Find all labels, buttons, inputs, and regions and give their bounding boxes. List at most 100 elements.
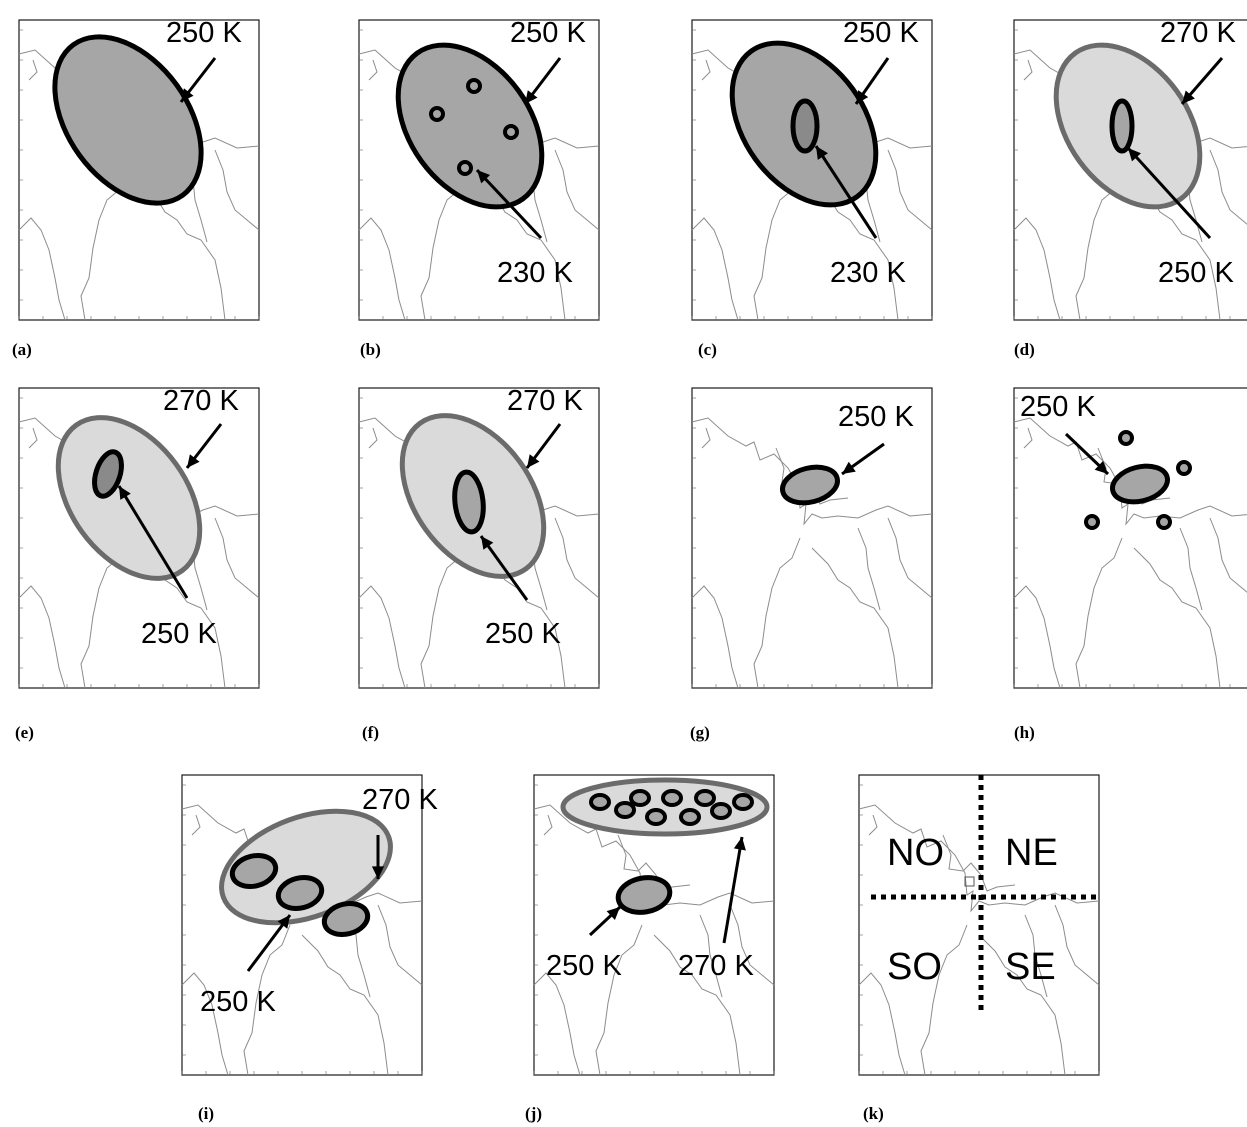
map-border-line [691, 417, 933, 526]
cold-core-ring [694, 789, 716, 807]
map-a: 250 K [18, 17, 260, 321]
cold-core-ring [629, 789, 651, 807]
arrow-head [477, 170, 491, 184]
map-border-line [1013, 217, 1061, 321]
cold-core-250k [92, 449, 124, 499]
panel-label-b: (b) [360, 340, 381, 359]
map-border-line [753, 537, 801, 689]
panel-h: 250 K [1010, 387, 1247, 708]
cold-core-ring [710, 802, 732, 820]
cloud-shield-270k [55, 415, 203, 581]
cold-core-ring [1118, 430, 1134, 446]
cold-core-ring [1156, 514, 1172, 530]
cold-core-ring [732, 793, 754, 811]
cold-core-ring [661, 789, 683, 807]
annotation-250k: 250 K [510, 17, 586, 49]
arrow-head [856, 90, 869, 104]
cold-core-ring [614, 801, 636, 819]
map-border-line [699, 914, 723, 998]
cloud-shield-250k [395, 42, 545, 210]
cold-core-ring [679, 808, 701, 826]
arrow-shaft [479, 535, 529, 601]
arrow-head [606, 907, 620, 921]
map-border-line [533, 972, 581, 1076]
map-border-line [887, 149, 933, 231]
arrow-head [816, 146, 828, 160]
arrow-head [481, 536, 494, 550]
annotation-250k: 250 K [843, 17, 919, 49]
map-border-line [1133, 547, 1221, 689]
map-border-line [358, 217, 406, 321]
map-border-line [301, 934, 389, 1076]
panel-label-d: (d) [1014, 340, 1035, 359]
map-border-line [368, 427, 378, 449]
arrow-head [1182, 90, 1195, 104]
map-border-line [1023, 59, 1033, 81]
annotation-270k: 270 K [507, 385, 583, 417]
arrow-head [527, 454, 540, 468]
annotation-230k: 230 K [830, 257, 906, 289]
map-border-line [653, 934, 741, 1076]
map-border-line [18, 217, 66, 321]
cloud-shield-250k [52, 34, 204, 206]
arrow-head [119, 486, 131, 500]
cold-core-250k [452, 469, 486, 535]
map-border-line [543, 814, 553, 836]
annotation-250k: 250 K [1020, 391, 1096, 423]
map-border-line [701, 59, 711, 81]
map-border-line [887, 517, 933, 599]
panel-label-h: (h) [1014, 723, 1035, 742]
map-border-line [191, 814, 201, 836]
panel-label-e: (e) [15, 723, 34, 742]
annotation-270k: 270 K [1160, 17, 1236, 49]
quadrant-label-se: SE [1005, 946, 1056, 988]
map-border-line [691, 217, 739, 321]
map-border-line [358, 585, 406, 689]
map-border-line [858, 804, 1100, 913]
map-border-line [729, 904, 775, 986]
map-border-line [28, 427, 38, 449]
cold-core-ring [503, 124, 519, 140]
map-border-line [1054, 904, 1100, 986]
panel-label-k: (k) [863, 1104, 884, 1123]
annotation-250k: 250 K [838, 401, 914, 433]
arrow-head [187, 454, 200, 468]
map-border-line [701, 427, 711, 449]
panel-a: 250 K [15, 17, 267, 340]
map-border-line [28, 59, 38, 81]
map-border-line [858, 972, 906, 1076]
panel-label-f: (f) [362, 723, 379, 742]
panel-label-g: (g) [690, 723, 710, 742]
map-h: 250 K [1013, 387, 1247, 689]
arrow-head [1094, 460, 1108, 474]
arrow-shaft [475, 168, 543, 240]
panel-label-j: (j) [525, 1104, 542, 1123]
cold-core-250k [275, 875, 325, 911]
map-border-line [554, 517, 600, 599]
map-border-line [1209, 149, 1247, 225]
arrow-head [371, 866, 385, 879]
arrow-shaft [722, 836, 744, 944]
panel-label-a: (a) [12, 340, 32, 359]
map-border-line [595, 924, 643, 1076]
cloud-shield-250k [1110, 463, 1170, 505]
cloud-shield-270k [219, 808, 393, 926]
map-border-line [377, 904, 423, 986]
arrow-head [525, 90, 538, 104]
cloud-shield-270k [560, 777, 770, 837]
cold-core-ring [457, 160, 473, 176]
cold-core-ring [466, 78, 482, 94]
quadrant-label-so: SO [887, 946, 942, 988]
cold-core-ring [1176, 460, 1192, 476]
map-border-line [181, 972, 229, 1076]
map-border-line [1013, 417, 1247, 526]
arrow-head [733, 837, 746, 851]
map-c: 250 K 230 K [691, 17, 933, 321]
